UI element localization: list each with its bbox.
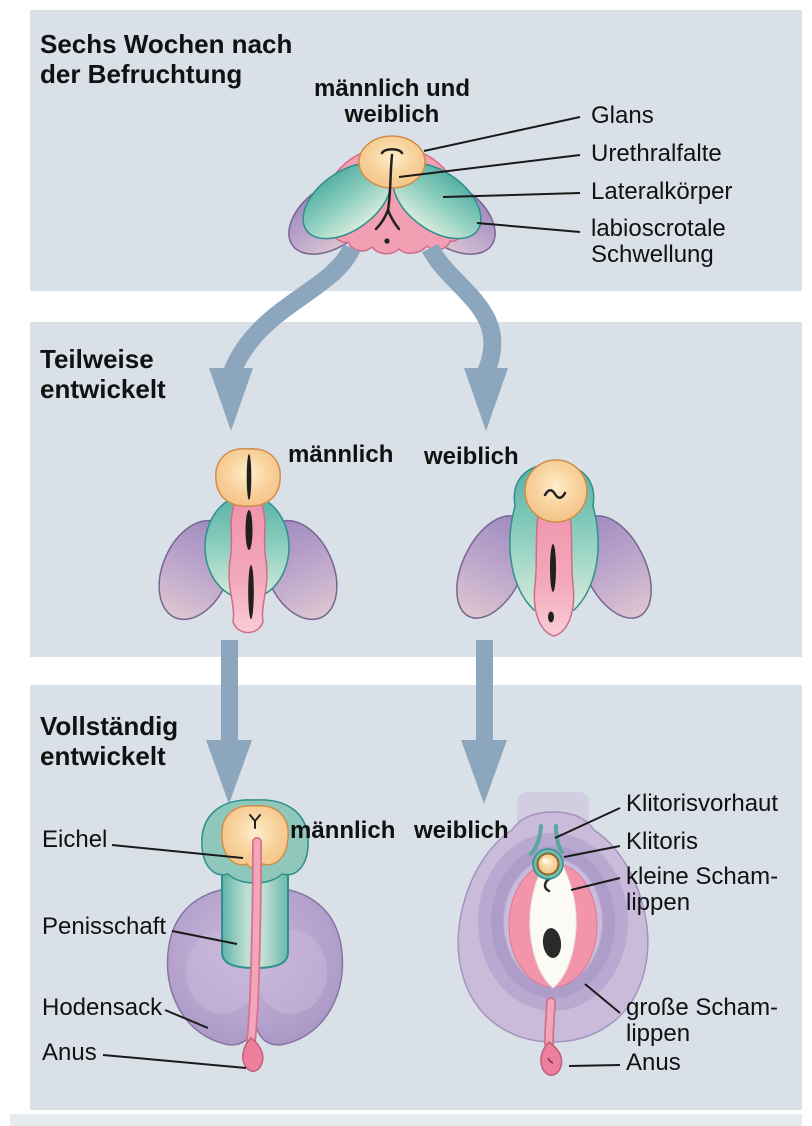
illustration-partial-male <box>158 448 338 634</box>
label-klitoris: Klitoris <box>626 828 699 855</box>
clitoral-hood-prongs <box>529 824 564 856</box>
illustration-full-female <box>457 792 649 1076</box>
arrow-to-male-curve <box>223 243 361 376</box>
arrow-to-female-head <box>464 368 508 431</box>
leader-penisschaft <box>171 930 238 945</box>
label-hodensack: Hodensack <box>42 994 163 1021</box>
illustration-partial-female <box>456 459 652 637</box>
down-arrows <box>206 640 507 804</box>
label-glans: Glans <box>591 102 654 129</box>
arrow-male-shaft <box>221 640 238 742</box>
groove-slit <box>550 544 556 592</box>
label-urethral-fold: Urethralfalte <box>591 140 722 167</box>
glans-mark <box>249 814 261 829</box>
illustration-full-male <box>166 799 344 1072</box>
leader-eichel <box>111 844 244 859</box>
panel-fully-developed <box>30 685 802 1110</box>
perineal-stem <box>545 998 555 1048</box>
arrow-to-female-curve <box>422 243 502 376</box>
caption-male-and-female: männlich und weiblich <box>314 75 470 129</box>
leader-lines <box>102 116 621 1069</box>
bottom-edge-strip <box>10 1114 802 1126</box>
caption-male-full: männlich <box>290 817 396 844</box>
vaginal-opening <box>542 928 562 958</box>
arrow-male-head <box>206 740 252 804</box>
arrow-female-shaft <box>476 640 493 742</box>
arrow-to-male-head <box>209 368 253 431</box>
label-klitorisvorhaut: Klitorisvorhaut <box>626 790 779 817</box>
glans <box>524 459 588 523</box>
anus <box>242 1037 264 1072</box>
heading-partially-developed: Teilweise entwickelt <box>40 344 166 404</box>
clitoris-highlight <box>542 858 548 864</box>
branch-arrows <box>209 243 508 431</box>
vestibule <box>529 849 577 989</box>
anus <box>540 1041 563 1076</box>
leader-labioscrotal <box>476 222 581 233</box>
leader-lateral-body <box>442 192 581 198</box>
leader-urethral-fold <box>398 154 581 178</box>
leader-glans <box>423 116 581 152</box>
leader-kleine-schamlippen <box>570 877 621 891</box>
label-lateral-body: Lateralkörper <box>591 178 733 205</box>
groove-marks <box>374 148 404 231</box>
groove-slits <box>245 454 254 619</box>
glans-mark <box>543 489 567 499</box>
caption-female-full: weiblich <box>414 817 509 844</box>
leader-anus-female <box>568 1064 621 1067</box>
label-anus-female: Anus <box>626 1049 681 1076</box>
panel-partially-developed <box>30 322 802 657</box>
anus-dot <box>384 238 390 244</box>
anus-dot <box>548 611 554 623</box>
label-labioscrotal-swelling: labioscrotale Schwellung <box>591 215 726 269</box>
leader-grosse-schamlippen <box>584 983 621 1014</box>
heading-six-weeks: Sechs Wochen nach der Befruchtung <box>40 29 293 89</box>
anus-mark <box>547 1057 554 1064</box>
label-eichel: Eichel <box>42 826 108 853</box>
caption-female-partial: weiblich <box>424 443 519 470</box>
label-grosse-schamlippen: große Scham- lippen <box>626 994 779 1048</box>
clitoris-shape <box>536 852 560 876</box>
leader-anus-male <box>102 1054 247 1069</box>
label-kleine-schamlippen: kleine Scham- lippen <box>626 863 779 917</box>
caption-male-partial: männlich <box>288 441 394 468</box>
raphe <box>247 838 261 1046</box>
label-penisschaft: Penisschaft <box>42 913 167 940</box>
leader-hodensack <box>164 1009 209 1029</box>
arrow-female-head <box>461 740 507 804</box>
heading-fully-developed: Vollständig entwickelt <box>40 711 179 771</box>
label-anus-male: Anus <box>42 1039 97 1066</box>
illustration-six-weeks <box>288 135 496 255</box>
leader-klitorisvorhaut <box>554 807 621 839</box>
leader-klitoris <box>563 845 621 858</box>
